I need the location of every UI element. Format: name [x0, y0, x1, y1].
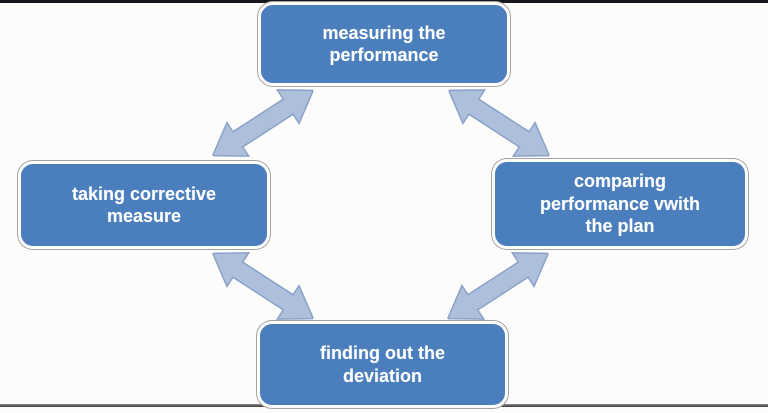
node-taking-corrective-measure: taking corrective measure	[18, 161, 270, 249]
double-arrow-icon-left-bottom	[211, 252, 315, 320]
double-arrow-icon-top-right	[447, 89, 551, 157]
node-label: measuring the performance	[322, 22, 446, 66]
double-arrow-icon-bottom-right	[446, 252, 550, 320]
node-comparing-performance: comparing performance vwith the plan	[492, 159, 748, 249]
node-label: taking corrective measure	[71, 183, 217, 227]
double-arrow-icon-left-top	[211, 89, 315, 157]
node-label: comparing performance vwith the plan	[539, 171, 701, 237]
top-border-bar	[0, 0, 768, 3]
node-label: finding out the deviation	[320, 343, 445, 386]
node-finding-deviation: finding out the deviation	[257, 321, 508, 408]
node-measuring-performance: measuring the performance	[258, 2, 510, 86]
